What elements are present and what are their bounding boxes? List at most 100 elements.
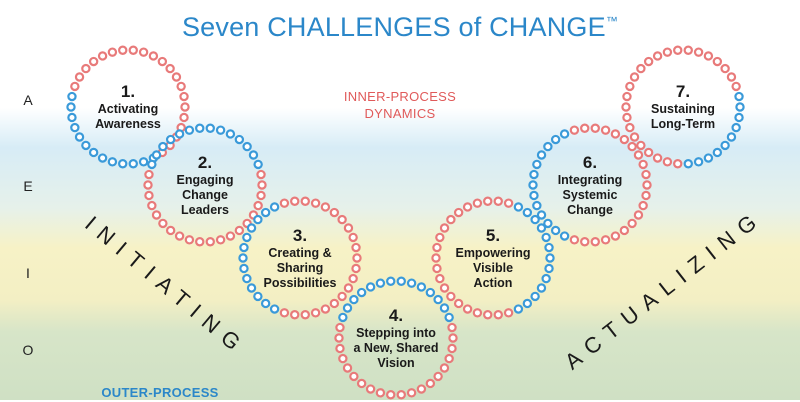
ring-dot [536, 223, 547, 233]
side-letter-a: A [23, 92, 33, 108]
ring-dot [406, 278, 417, 288]
challenge-label-line: Long-Term [650, 117, 716, 131]
ring-dot [439, 223, 450, 233]
ring-dot [349, 294, 359, 305]
ring-dot [215, 235, 226, 245]
ring-dot [179, 112, 189, 123]
ring-dot [446, 214, 456, 225]
ring-dot [144, 190, 154, 201]
ring-dot [118, 159, 128, 169]
ring-dot [513, 202, 524, 212]
ring-dot [641, 169, 651, 180]
ring-dot [432, 263, 442, 274]
dotted-ring [238, 196, 362, 320]
ring-dot [726, 72, 737, 82]
ring-dot [279, 198, 290, 208]
dotted-ring [143, 123, 267, 247]
ring-dot [342, 303, 353, 313]
ring-dot [446, 291, 456, 302]
challenge-label-line: Action [473, 275, 513, 290]
ring-dot [290, 196, 300, 206]
ring-dot [627, 141, 637, 152]
ring-dot [529, 169, 539, 180]
side-letter-e: E [23, 178, 33, 194]
ring-dot [703, 51, 714, 61]
ring-dot [253, 159, 263, 170]
side-letter-o: O [22, 342, 34, 358]
ring-dot [619, 225, 630, 236]
ring-dot [180, 102, 190, 112]
inner-process-line-1: INNER-PROCESS [343, 89, 457, 104]
ring-dot [406, 388, 417, 398]
ring-dot [652, 153, 663, 163]
ring-dot [433, 294, 443, 305]
ring-dot [290, 310, 300, 320]
ring-dot [143, 180, 153, 190]
challenge-number: 4. [388, 305, 404, 325]
ring-dot [720, 63, 730, 74]
ring-dot [375, 278, 386, 288]
ring-dot [432, 242, 442, 253]
ring-dot [348, 273, 358, 284]
ring-dot [356, 378, 367, 389]
ring-dot [234, 134, 245, 145]
ring-dot [543, 218, 553, 229]
ring-dot [138, 157, 149, 167]
challenge-label-line: Change [182, 187, 228, 202]
ring-dot [472, 308, 483, 318]
ring-dot [559, 231, 570, 241]
ring-dot [693, 47, 704, 57]
ring-dot [184, 125, 195, 135]
ring-dot [513, 304, 524, 314]
ring-dot [544, 242, 554, 253]
ring-dot [580, 123, 590, 133]
ring-dot [543, 141, 553, 152]
ring-dot [337, 291, 347, 302]
ring-dot [365, 282, 376, 292]
ring-dot [151, 210, 162, 220]
ring-dot [726, 132, 737, 142]
inner-process-line-2: DYNAMICS [364, 106, 436, 121]
ring-dot [300, 310, 310, 320]
ring-dot [349, 371, 359, 382]
ring-dot [673, 159, 683, 169]
ring-dot [431, 253, 441, 263]
ring-dot [242, 141, 252, 152]
ring-dot [522, 298, 533, 309]
ring-dot [310, 198, 321, 208]
ring-dot [343, 223, 354, 233]
ring-dot [67, 112, 77, 123]
ring-dot [386, 390, 396, 400]
ring-dot [627, 218, 637, 229]
ring-dot [735, 102, 745, 112]
ring-dot [541, 232, 551, 243]
side-letter-i: I [26, 265, 30, 281]
ring-dot [260, 298, 271, 309]
ring-dot [165, 225, 176, 236]
challenge-label-line: Sharing [276, 260, 324, 275]
inner-process-label: INNER-PROCESS DYNAMICS [300, 88, 500, 122]
ring-dot [343, 283, 354, 293]
ring-dot [532, 159, 542, 170]
ring-dot [550, 134, 561, 145]
ring-dot [396, 390, 406, 400]
ring-dot [712, 56, 723, 67]
challenge-label-line: Creating & [268, 245, 332, 260]
challenge-label-line: Stepping into [356, 325, 436, 340]
ring-dot [81, 140, 91, 151]
ring-dot [462, 304, 473, 314]
ring-dot [544, 263, 554, 274]
ring-dot [351, 242, 361, 253]
ring-dot [541, 273, 551, 284]
ring-dot [257, 180, 267, 190]
ring-dot [530, 214, 540, 225]
ring-dot [253, 214, 263, 225]
ring-dot [734, 112, 744, 123]
ring-dot [673, 45, 683, 55]
ring-dot [81, 63, 91, 74]
